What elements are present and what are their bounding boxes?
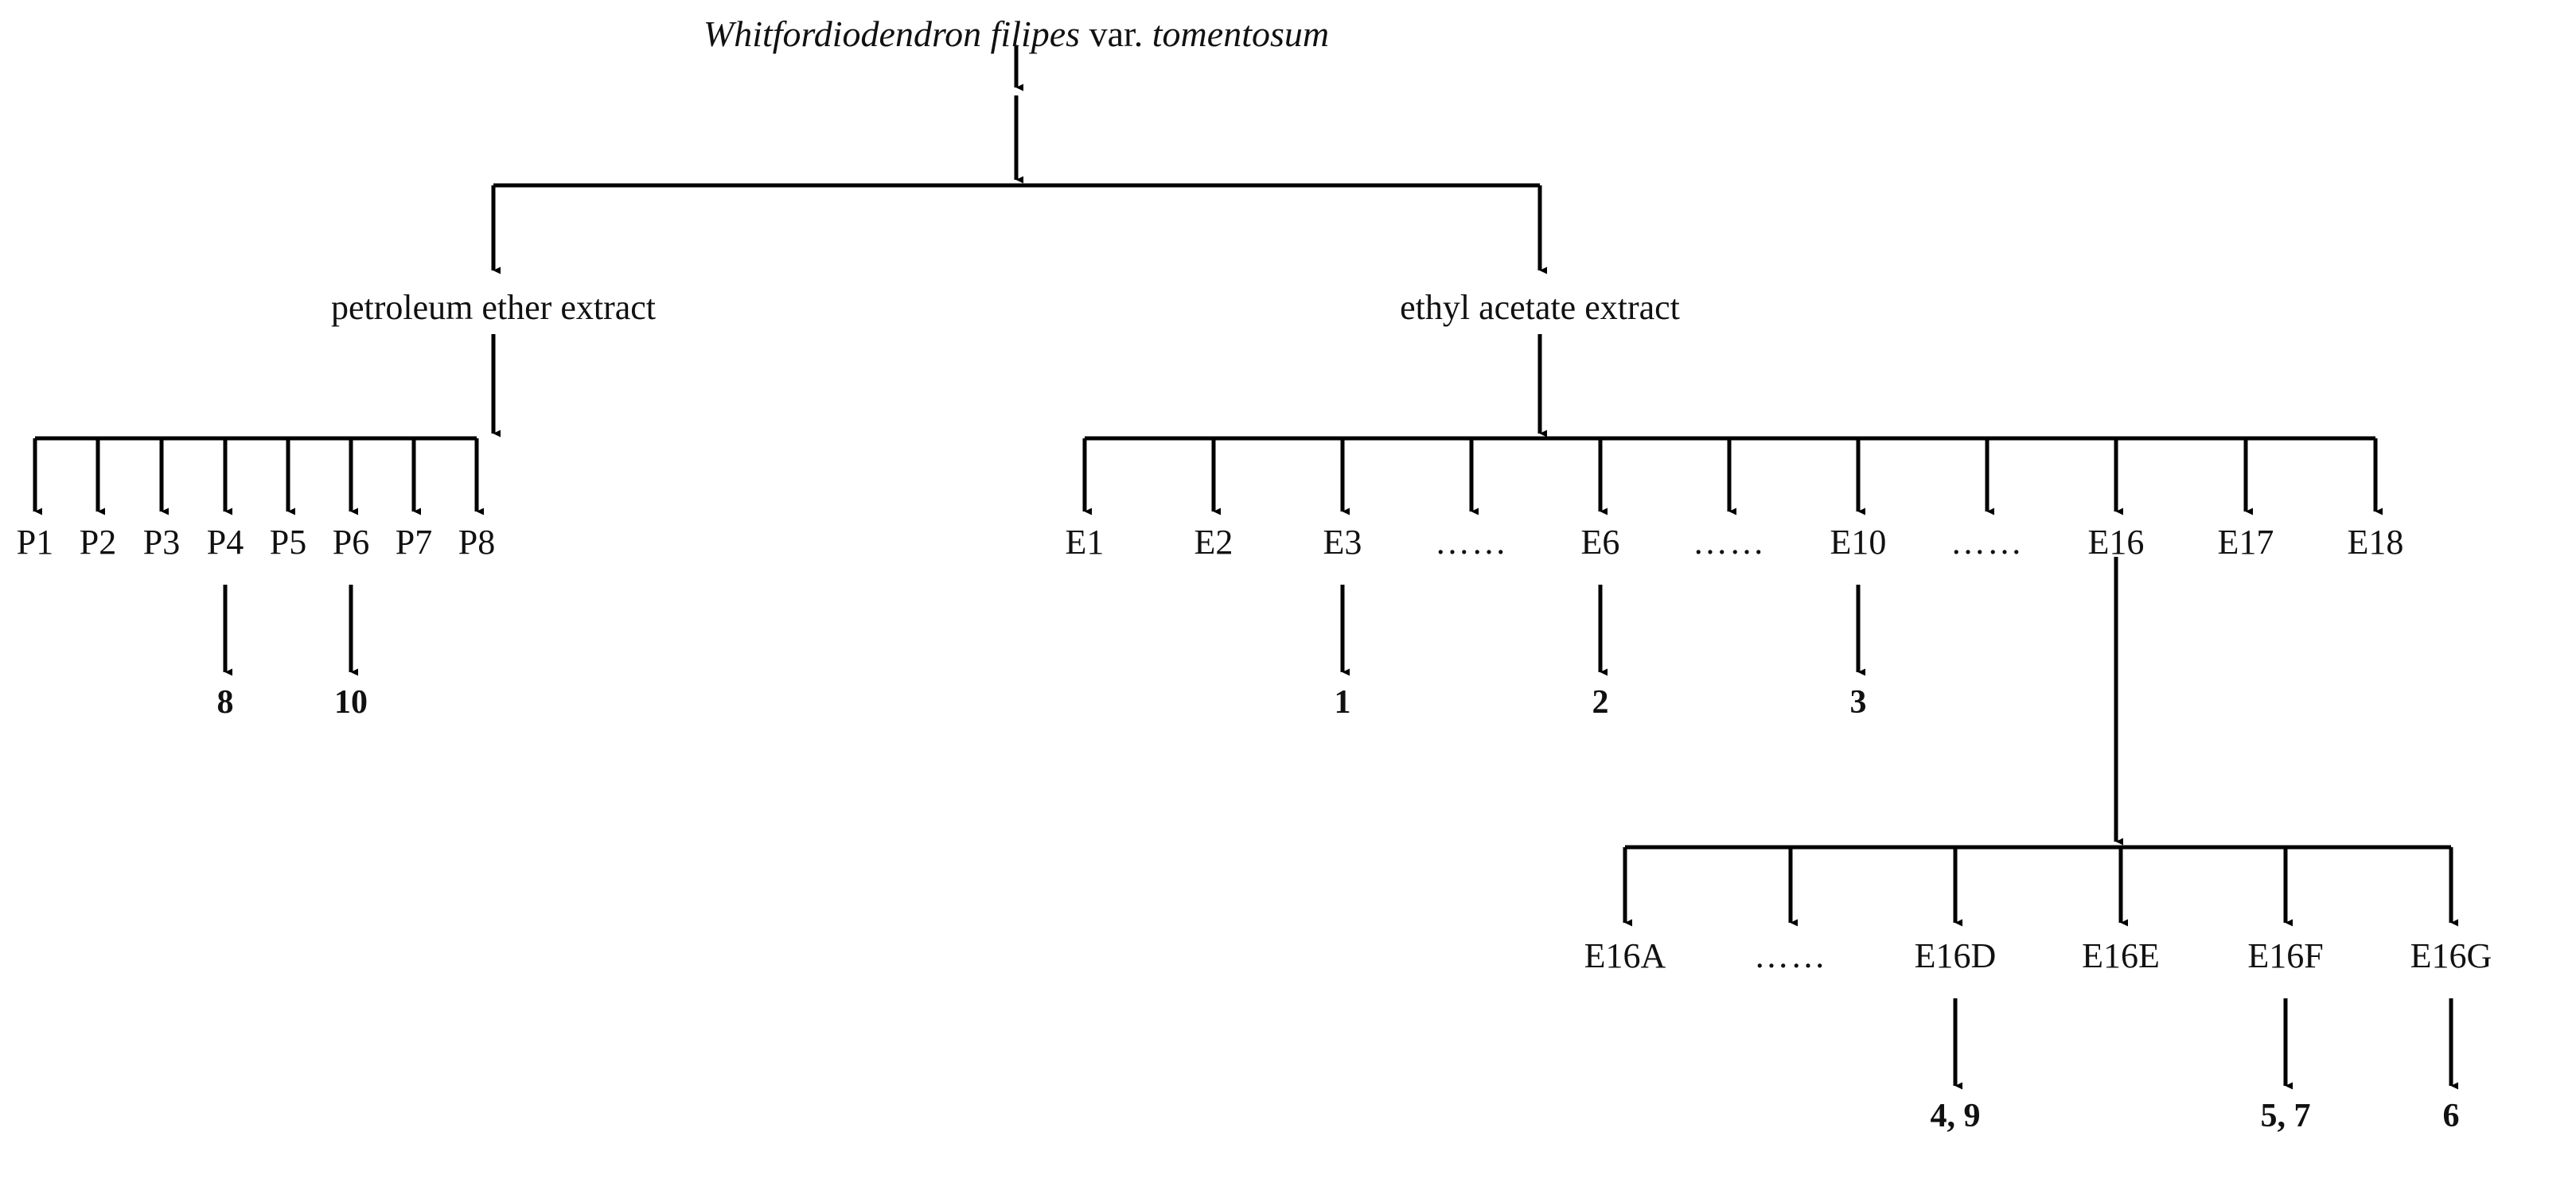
compound-number-8: 8 (216, 684, 234, 721)
ethyl-fraction-label-E10: E10 (1830, 523, 1887, 562)
petroleum-fraction-label-P7: P7 (395, 523, 433, 562)
petroleum-fraction-label-P2: P2 (79, 523, 117, 562)
ethyl-fraction-ellipsis-Eg1: …… (1435, 523, 1508, 562)
compound-number-1: 1 (1334, 684, 1351, 721)
ethyl-fraction-label-E6: E6 (1580, 523, 1620, 562)
compound-number-4--9: 4, 9 (1930, 1098, 1981, 1134)
compound-number-5--7: 5, 7 (2260, 1098, 2311, 1134)
petroleum-fraction-label-P4: P4 (206, 523, 244, 562)
e16-subfraction-label-E16E: E16E (2082, 936, 2160, 975)
title-binomial: Whitfordiodendron filipes (703, 14, 1089, 54)
compound-number-3: 3 (1849, 684, 1867, 721)
extract-label-petroleum-ether-extract: petroleum ether extract (330, 288, 657, 327)
extract-label-ethyl-acetate-extract: ethyl acetate extract (1400, 288, 1680, 327)
ethyl-fraction-label-E16: E16 (2087, 523, 2145, 562)
e16-subfraction-label-E16F: E16F (2247, 936, 2324, 975)
e16-subfraction-ellipsis-E16g: …… (1754, 936, 1827, 975)
petroleum-fraction-label-P1: P1 (16, 523, 54, 562)
ethyl-fraction-ellipsis-Eg2: …… (1693, 523, 1766, 562)
compound-number-10: 10 (334, 684, 368, 721)
ethyl-fraction-label-E17: E17 (2217, 523, 2274, 562)
title-rank-abbrev: var. (1089, 14, 1152, 54)
compound-number-6: 6 (2442, 1098, 2460, 1134)
page-title: Whitfordiodendron filipes var. tomentosu… (703, 16, 1329, 53)
ethyl-fraction-label-E1: E1 (1065, 523, 1105, 562)
title-variety: tomentosum (1152, 14, 1330, 54)
ethyl-fraction-label-E3: E3 (1323, 523, 1362, 562)
e16-subfraction-label-E16A: E16A (1584, 936, 1666, 975)
petroleum-fraction-label-P6: P6 (332, 523, 370, 562)
e16-subfraction-label-E16G: E16G (2410, 936, 2492, 975)
e16-subfraction-label-E16D: E16D (1914, 936, 1997, 975)
ethyl-fraction-label-E2: E2 (1194, 523, 1233, 562)
petroleum-fraction-label-P5: P5 (269, 523, 307, 562)
ethyl-fraction-ellipsis-Eg3: …… (1951, 523, 2024, 562)
ethyl-fraction-label-E18: E18 (2347, 523, 2404, 562)
petroleum-fraction-label-P8: P8 (458, 523, 496, 562)
petroleum-fraction-label-P3: P3 (142, 523, 181, 562)
compound-number-2: 2 (1592, 684, 1609, 721)
